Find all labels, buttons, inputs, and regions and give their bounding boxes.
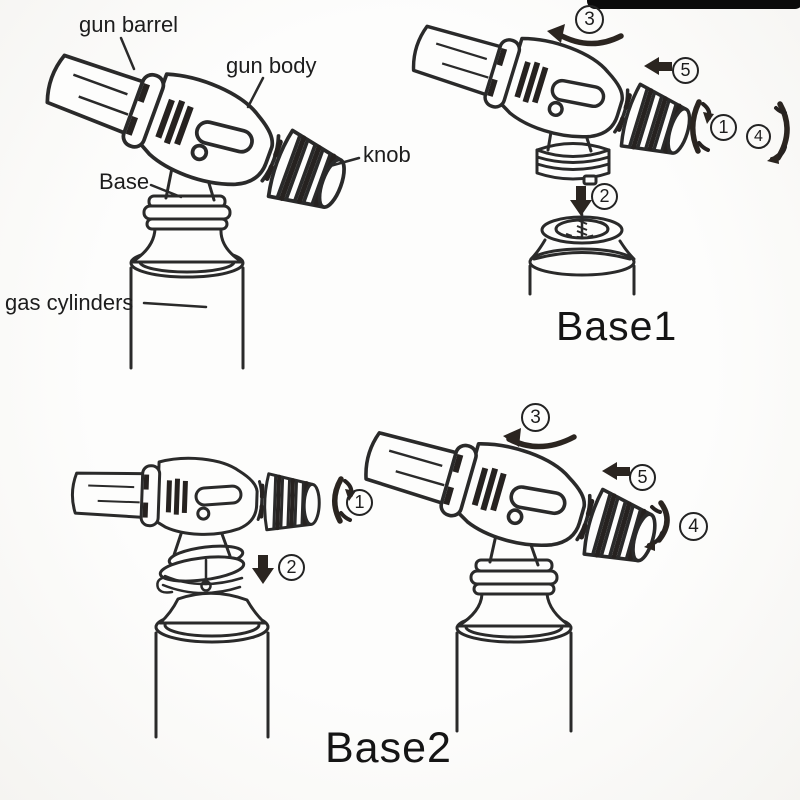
neck-lines	[488, 533, 540, 567]
base-drawing	[469, 558, 559, 596]
neck-lines	[172, 529, 232, 558]
leader-lines	[119, 36, 361, 309]
step-4-badge: 4	[746, 124, 771, 149]
step-3-badge: 3	[521, 403, 550, 432]
caption-base1: Base1	[556, 303, 678, 349]
base2-step2-diagram	[356, 410, 670, 733]
valve-screw-drawing	[576, 212, 588, 240]
parts-diagram	[36, 32, 361, 370]
down-arrow-step2-icon	[252, 555, 274, 584]
down-arrow-step2-icon	[570, 186, 592, 216]
base2-cylinder-drawing	[154, 591, 270, 739]
label-base: Base	[99, 169, 150, 194]
step-5-badge: 5	[629, 464, 656, 491]
step-1-badge: 1	[346, 489, 373, 516]
rotate-arc-right-icon	[767, 101, 790, 164]
spring-base-drawing	[156, 544, 246, 595]
step-2-badge: 2	[278, 554, 305, 581]
caption-base2: Base2	[325, 724, 452, 772]
base2-step1-diagram	[71, 454, 356, 739]
base1-assembly-diagram	[404, 4, 790, 296]
label-gun-barrel: gun barrel	[79, 12, 179, 37]
step-5-badge: 5	[672, 57, 699, 84]
gas-cylinder-drawing	[455, 592, 573, 733]
rotate-arc-step4-icon	[644, 500, 670, 551]
left-arrow-step5-icon	[602, 462, 630, 480]
rotate-arrow-step3-icon	[503, 428, 577, 450]
rotate-arc-step1-icon	[332, 476, 356, 524]
step-1-badge: 1	[710, 114, 737, 141]
step-2-badge: 2	[591, 183, 618, 210]
left-arrow-step5-icon	[644, 57, 672, 75]
step-3-badge: 3	[575, 5, 604, 34]
rotate-arc-left-icon	[690, 99, 714, 154]
top-edge-bar	[587, 0, 800, 9]
gas-cylinder-drawing	[129, 227, 245, 370]
label-gun-body: gun body	[226, 53, 317, 78]
step-4-badge: 4	[679, 512, 708, 541]
label-gas-cylinders: gas cylinders	[5, 290, 134, 315]
base-drawing	[142, 194, 232, 231]
label-knob: knob	[363, 142, 411, 167]
rotate-arrow-step3-icon	[547, 24, 624, 47]
torch-drawing	[71, 454, 320, 538]
